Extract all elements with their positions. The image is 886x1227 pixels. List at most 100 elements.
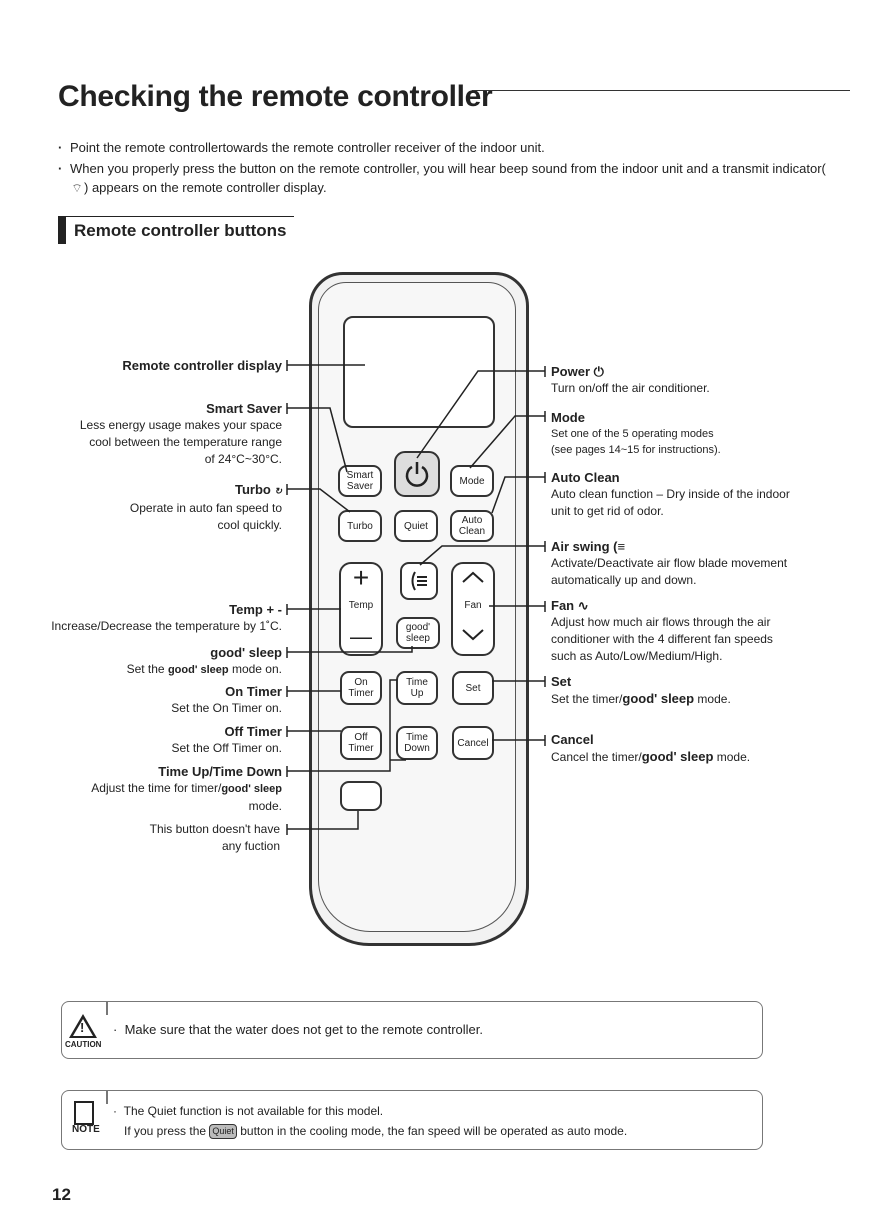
quiet-button[interactable]: Quiet xyxy=(394,510,438,542)
label-cancel-desc-bold: good' sleep xyxy=(641,749,714,764)
note-box xyxy=(61,1090,763,1150)
label-fan-desc-3: such as Auto/Low/Medium/High. xyxy=(551,649,723,663)
remote-display xyxy=(343,316,495,428)
note-line-2-pre: If you press the xyxy=(124,1124,207,1138)
label-on-timer: On Timer Set the On Timer on. xyxy=(60,683,282,717)
label-off-timer-title: Off Timer xyxy=(224,724,282,739)
turbo-button[interactable]: Turbo xyxy=(338,510,382,542)
good-sleep-label-1: good' xyxy=(405,622,431,633)
fan-icon: ∿ xyxy=(577,598,589,613)
caution-text-row: · Make sure that the water does not get … xyxy=(113,1022,483,1037)
label-time-updown-desc-2: mode. xyxy=(248,799,282,813)
label-mode: Mode Set one of the 5 operating modes (s… xyxy=(551,409,861,458)
label-good-sleep-title: good' sleep xyxy=(210,645,282,660)
title-rule xyxy=(472,90,850,91)
label-cancel-desc-post: mode. xyxy=(713,750,751,764)
set-button[interactable]: Set xyxy=(452,671,494,705)
label-fan: Fan ∿ Adjust how much air flows through … xyxy=(551,597,871,665)
on-timer-label-1: On xyxy=(354,677,368,688)
off-timer-label-1: Off xyxy=(354,732,368,743)
cancel-button[interactable]: Cancel xyxy=(452,726,494,760)
transmit-indicator-icon: ⌔ xyxy=(71,181,83,195)
temp-plus-button[interactable]: + xyxy=(352,562,370,593)
note-icon xyxy=(74,1101,94,1125)
label-fan-desc-1: Adjust how much air flows through the ai… xyxy=(551,615,771,629)
label-turbo-title: Turbo xyxy=(234,482,271,497)
caution-label: CAUTION xyxy=(65,1040,102,1049)
bullet-1: Point the remote controllertowards the r… xyxy=(58,138,838,157)
turbo-icon: ↻ xyxy=(274,486,282,496)
label-time-updown-desc-pre: Adjust the time for timer/ xyxy=(91,781,222,795)
label-time-updown-title: Time Up/Time Down xyxy=(158,764,282,779)
label-auto-clean-title: Auto Clean xyxy=(551,470,620,485)
caution-icon-mark: ! xyxy=(80,1020,85,1035)
temp-label: Temp xyxy=(348,600,374,611)
fan-down-button[interactable] xyxy=(451,628,495,647)
good-sleep-label-2: sleep xyxy=(406,633,430,644)
chevron-up-icon xyxy=(462,571,484,583)
fan-up-button[interactable] xyxy=(451,570,495,589)
label-smart-saver: Smart Saver Less energy usage makes your… xyxy=(40,400,282,468)
label-display: Remote controller display xyxy=(60,357,282,375)
label-power-title: Power xyxy=(551,364,591,379)
label-smart-saver-title: Smart Saver xyxy=(206,401,282,416)
note-line-2-post: button in the cooling mode, the fan spee… xyxy=(240,1124,628,1138)
label-set-desc-pre: Set the timer/ xyxy=(551,692,623,706)
label-on-timer-desc: Set the On Timer on. xyxy=(171,701,282,715)
label-mode-desc-1: Set one of the 5 operating modes xyxy=(551,428,714,440)
label-fan-title: Fan xyxy=(551,598,575,613)
section-rule xyxy=(58,216,294,217)
power-small-icon: ⏻ xyxy=(593,364,604,379)
label-set-title: Set xyxy=(551,674,572,689)
label-air-swing-desc-1: Activate/Deactivate air flow blade movem… xyxy=(551,556,788,570)
label-unused: This button doesn't have any fuction xyxy=(60,821,280,855)
unused-button[interactable] xyxy=(340,781,382,811)
label-temp-desc: Increase/Decrease the temperature by 1˚C… xyxy=(51,619,282,633)
label-auto-clean-desc-2: unit to get rid of odor. xyxy=(551,504,664,518)
bullet-2-pre: When you properly press the button on th… xyxy=(70,161,826,176)
smart-saver-label-2: Saver xyxy=(346,481,374,492)
label-power-desc: Turn on/off the air conditioner. xyxy=(551,381,710,395)
label-turbo-desc-1: Operate in auto fan speed to xyxy=(129,501,282,515)
label-good-sleep-desc-pre: Set the xyxy=(126,662,168,676)
label-fan-desc-2: conditioner with the 4 different fan spe… xyxy=(551,632,773,646)
section-title: Remote controller buttons xyxy=(58,216,287,244)
cancel-label: Cancel xyxy=(457,737,489,749)
label-cancel: Cancel Cancel the timer/good' sleep mode… xyxy=(551,731,871,766)
label-turbo-desc-2: cool quickly. xyxy=(217,518,282,532)
caution-separator xyxy=(106,1001,108,1015)
temp-minus-button[interactable]: — xyxy=(350,624,372,649)
power-icon xyxy=(405,462,429,487)
time-up-label-2: Up xyxy=(410,688,424,699)
label-temp: Temp + - Increase/Decrease the temperatu… xyxy=(20,601,282,635)
on-timer-label-2: Timer xyxy=(348,688,374,699)
label-air-swing-desc-2: automatically up and down. xyxy=(551,573,697,587)
label-mode-desc-2: (see pages 14~15 for instructions). xyxy=(551,444,721,456)
caution-text: Make sure that the water does not get to… xyxy=(124,1022,483,1037)
bullet-2-post: ) appears on the remote controller displ… xyxy=(84,180,327,195)
air-swing-button[interactable] xyxy=(400,562,438,600)
mode-label: Mode xyxy=(459,475,485,487)
label-air-swing: Air swing (≡ Activate/Deactivate air flo… xyxy=(551,538,871,589)
label-good-sleep-desc-bold: good' sleep xyxy=(167,664,229,676)
label-auto-clean: Auto Clean Auto clean function – Dry ins… xyxy=(551,469,871,520)
set-label: Set xyxy=(465,682,481,694)
good-sleep-button[interactable]: good'sleep xyxy=(396,617,440,649)
label-off-timer-desc: Set the Off Timer on. xyxy=(171,741,283,755)
label-unused-1: This button doesn't have xyxy=(149,822,280,836)
label-set: Set Set the timer/good' sleep mode. xyxy=(551,673,871,708)
chevron-down-icon xyxy=(462,629,484,641)
power-button[interactable] xyxy=(394,451,440,497)
fan-label: Fan xyxy=(464,600,482,611)
label-set-desc-bold: good' sleep xyxy=(622,691,695,706)
air-swing-small-icon: (≡ xyxy=(613,539,626,554)
auto-clean-label-2: Clean xyxy=(458,526,486,537)
label-temp-title: Temp + - xyxy=(229,602,282,617)
